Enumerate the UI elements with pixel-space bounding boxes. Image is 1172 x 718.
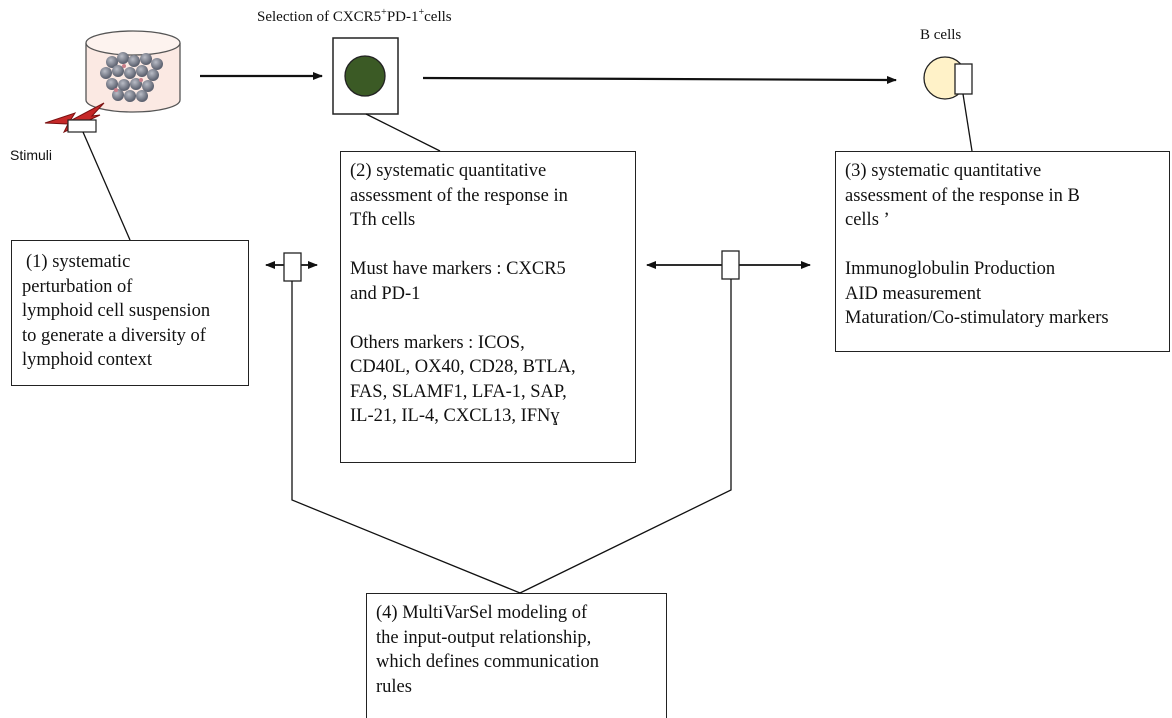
selection-label-sup1: + [381, 7, 387, 18]
tfh-cell-icon [344, 55, 386, 97]
b-cell-receptor-box [954, 63, 973, 95]
selection-label-mid: PD-1 [386, 9, 419, 25]
box2-line: FAS, SLAMF1, LFA-1, SAP, [350, 381, 567, 402]
box3-line: cells ’ [845, 210, 890, 230]
selection-label-prefix: Selection of CXCR5 [257, 9, 382, 25]
box2-line: assessment of the response in [350, 185, 568, 206]
connector-node-right [721, 250, 740, 280]
box4-line: which defines communication [376, 652, 599, 672]
box-multivarsel-modeling: (4) MultiVarSel modeling of the input-ou… [366, 593, 667, 718]
connector-node-left [283, 252, 302, 282]
stimulus-connector-box [67, 119, 97, 133]
box-bcell-assessment: (3) systematic quantitative assessment o… [835, 151, 1170, 352]
box4-line: rules [376, 676, 412, 697]
box2-line: Must have markers : CXCR5 [350, 259, 566, 279]
box4-line: the input-output relationship, [376, 627, 592, 648]
box1-line: lymphoid context [22, 350, 152, 370]
box2-line: and PD-1 [350, 283, 421, 304]
selection-label: Selection of CXCR5+PD-1+cells [257, 7, 452, 26]
b-cells-label: B cells [920, 27, 962, 43]
selection-label-suffix: cells [424, 9, 452, 25]
box3-line: Immunoglobulin Production [845, 259, 1056, 279]
connector-left-to-box4 [291, 281, 521, 594]
connector-right-to-box4 [519, 279, 732, 594]
box3-line: (3) systematic quantitative [845, 161, 1042, 181]
stimuli-label: Stimuli [10, 147, 53, 163]
box1-line: perturbation of [22, 276, 133, 297]
box4-line: (4) MultiVarSel modeling of [376, 603, 588, 623]
box-perturbation: (1) systematic perturbation of lymphoid … [11, 240, 249, 386]
lymphoid-cells-cluster [100, 52, 163, 102]
box1-line: (1) systematic [26, 252, 131, 272]
arrow-selection-to-bcells [422, 75, 897, 84]
box3-line: assessment of the response in B [845, 185, 1080, 206]
connector-bcell-to-box3 [962, 93, 973, 152]
selection-label-sup2: + [418, 7, 425, 18]
box1-line: lymphoid cell suspension [22, 301, 211, 321]
box2-line: Others markers : ICOS, [350, 332, 525, 353]
box2-line: (2) systematic quantitative [350, 161, 547, 181]
box-tfh-assessment: (2) systematic quantitative assessment o… [340, 151, 636, 463]
connector-stimulus-to-box1 [82, 131, 131, 241]
box1-line: to generate a diversity of [22, 325, 206, 346]
connector-selection-to-box2 [365, 113, 441, 152]
box3-line: AID measurement [845, 283, 982, 304]
culture-well-icon [85, 30, 181, 113]
box3-line: Maturation/Co-stimulatory markers [845, 308, 1109, 328]
box2-line: Tfh cells [350, 210, 416, 230]
box2-line: IL-21, IL-4, CXCL13, IFNɣ [350, 406, 560, 426]
box2-line: CD40L, OX40, CD28, BTLA, [350, 357, 576, 377]
